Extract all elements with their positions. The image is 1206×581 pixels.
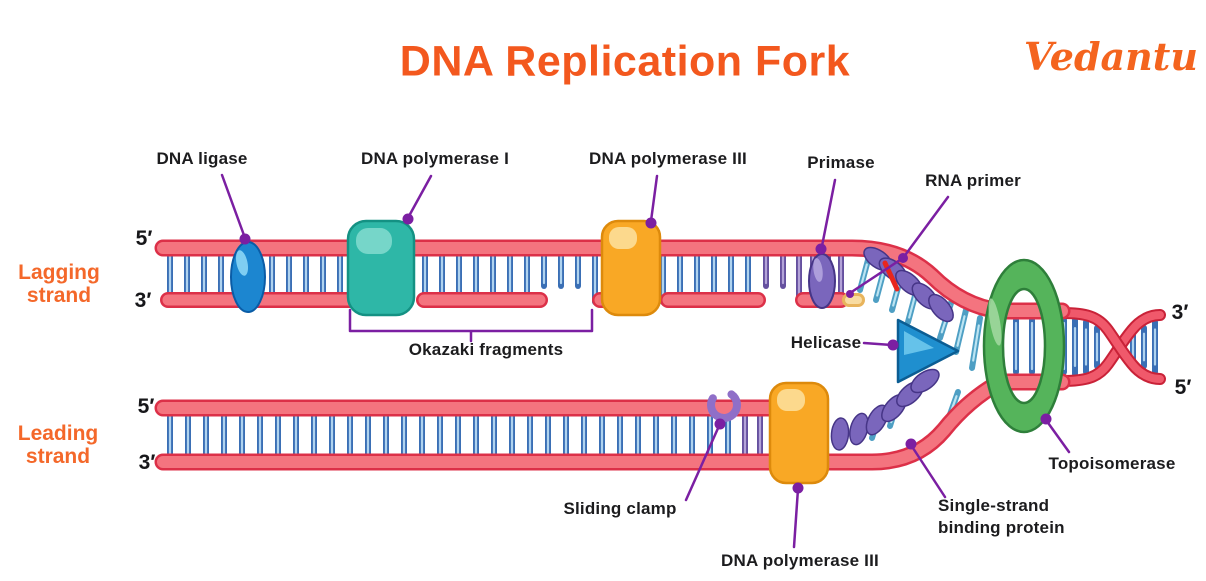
single-strand-binding-proteins-lower	[830, 368, 940, 451]
label-rna-primer: RNA primer	[925, 171, 1021, 190]
helix-rungs	[1072, 317, 1158, 377]
leading-strand-rungs	[167, 409, 731, 461]
leading-5-prime-label: 5′	[137, 395, 155, 418]
okazaki-bracket	[348, 308, 594, 343]
dna-polymerase-iii-top-shape	[600, 219, 662, 317]
okazaki-fragment-backbones	[160, 292, 865, 308]
leading-strand-rungs-purple	[742, 409, 763, 461]
label-dna-polymerase-iii-top: DNA polymerase III	[589, 149, 747, 168]
label-helicase: Helicase	[790, 333, 862, 352]
parental-double-helix	[1056, 307, 1166, 387]
label-sliding-clamp: Sliding clamp	[563, 499, 677, 518]
right-3-prime-label: 3′	[1171, 301, 1189, 324]
label-dna-polymerase-i: DNA polymerase I	[360, 149, 510, 168]
sliding-clamp-shape	[707, 388, 741, 422]
label-topoisomerase: Topoisomerase	[1048, 454, 1176, 473]
dna-ligase-shape	[230, 241, 266, 313]
single-strand-binding-proteins-upper	[863, 246, 954, 323]
helicase-shape	[896, 318, 960, 384]
dna-polymerase-i-shape	[346, 219, 416, 317]
vedantu-logo: Vedantu	[1023, 34, 1198, 79]
label-dna-ligase: DNA ligase	[156, 149, 248, 168]
right-5-prime-label: 5′	[1174, 376, 1192, 399]
label-dna-polymerase-iii-bottom: DNA polymerase III	[721, 551, 879, 570]
dna-polymerase-iii-bottom-shape	[768, 381, 830, 485]
leading-strand-backbones	[154, 373, 1071, 471]
topoisomerase-shape	[982, 258, 1066, 434]
lagging-3-prime-label: 3′	[134, 289, 152, 312]
label-pointers	[220, 173, 1071, 549]
lagging-5-prime-label: 5′	[135, 227, 153, 250]
label-okazaki-fragments: Okazaki fragments	[408, 340, 564, 359]
primase-shape	[808, 253, 836, 309]
leading-3-prime-label: 3′	[138, 451, 156, 474]
page-title: DNA Replication Fork	[399, 37, 851, 86]
label-single-strand-binding-protein: Single-strand binding protein	[938, 496, 1065, 537]
lagging-strand-label: Lagging strand	[18, 261, 100, 307]
leading-strand-label: Leading strand	[17, 422, 99, 468]
label-primase: Primase	[807, 153, 875, 172]
